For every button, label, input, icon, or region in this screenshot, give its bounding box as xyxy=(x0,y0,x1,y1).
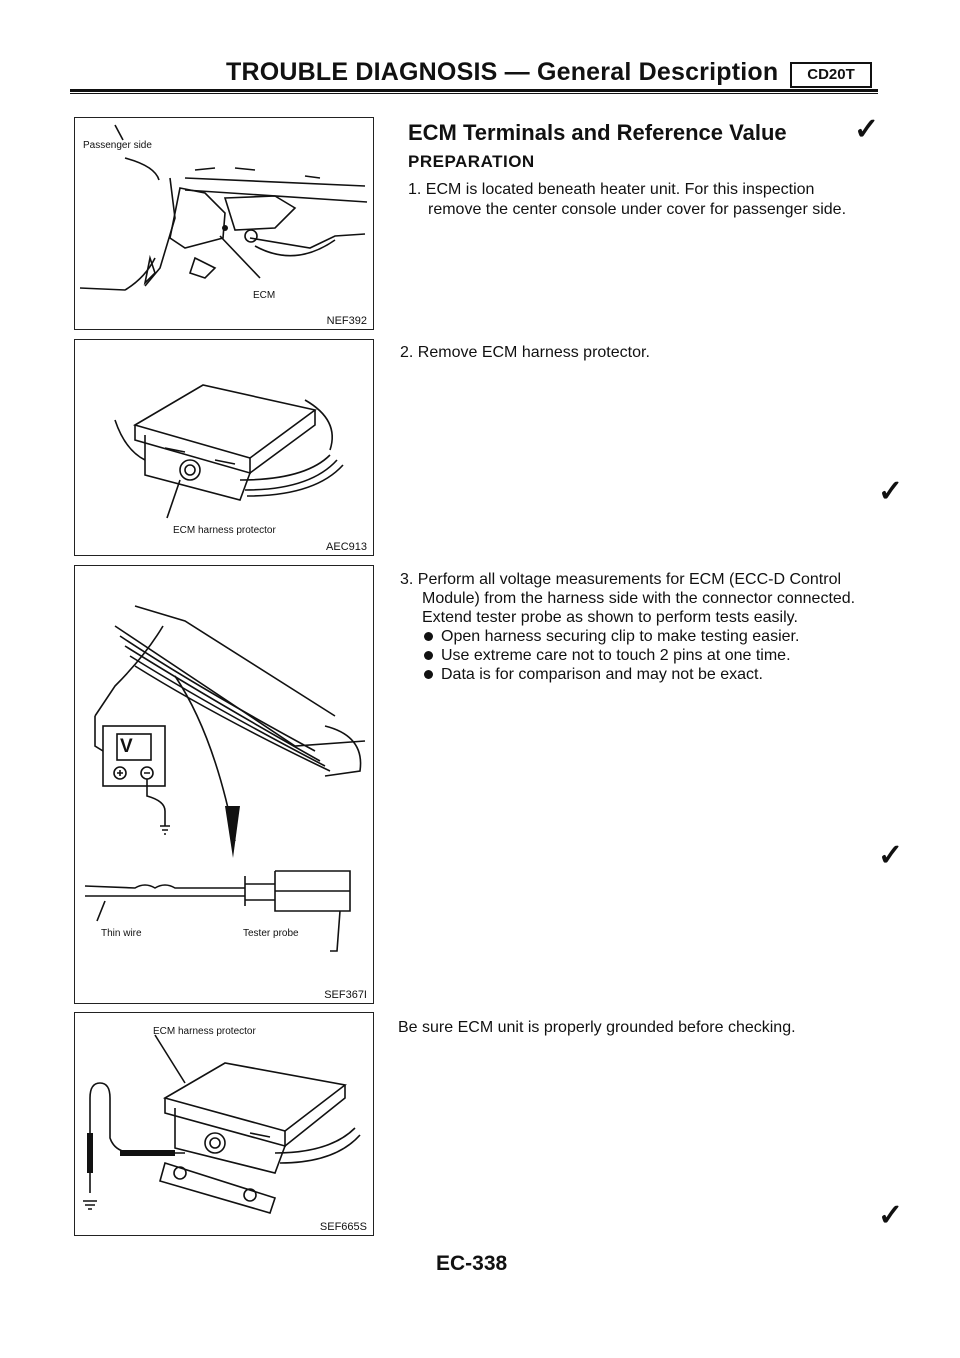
voltmeter-v-label: V xyxy=(120,736,133,757)
check-mark-icon: ✓ xyxy=(878,1199,904,1232)
figure-code: NEF392 xyxy=(324,315,369,327)
step-1-line-1: 1. ECM is located beneath heater unit. F… xyxy=(408,181,815,198)
label-thin-wire: Thin wire xyxy=(101,928,142,939)
ecm-location-illustration xyxy=(79,124,368,291)
bullet-icon xyxy=(424,650,433,660)
check-mark-icon: ✓ xyxy=(878,839,904,872)
step-3-line-1: 3. Perform all voltage measurements for … xyxy=(400,571,842,588)
figure-code: AEC913 xyxy=(324,541,369,553)
bullet-text: Use extreme care not to touch 2 pins at … xyxy=(441,647,791,664)
page-header-title: TROUBLE DIAGNOSIS — General Description xyxy=(226,58,779,86)
step-2: 2. Remove ECM harness protector. xyxy=(400,344,650,361)
bullet-item: Open harness securing clip to make testi… xyxy=(422,627,799,646)
section-title: ECM Terminals and Reference Value xyxy=(408,120,787,145)
step-3-line-3: Extend tester probe as shown to perform … xyxy=(422,609,798,626)
ecm-ground-illustration xyxy=(83,1034,361,1214)
label-ecm-harness-protector: ECM harness protector xyxy=(153,1026,256,1037)
check-mark-icon: ✓ xyxy=(878,475,904,508)
label-tester-probe: Tester probe xyxy=(243,928,299,939)
step-3-line-2: Module) from the harness side with the c… xyxy=(422,590,856,607)
figure-voltage-measurement: V Thin wire Tester probe SEF367I xyxy=(74,565,374,1004)
bullet-item: Data is for comparison and may not be ex… xyxy=(422,665,763,684)
ground-note: Be sure ECM unit is properly grounded be… xyxy=(398,1019,796,1036)
header-rule-thin xyxy=(70,93,878,94)
harness-protector-illustration xyxy=(114,384,344,519)
bullet-text: Data is for comparison and may not be ex… xyxy=(441,666,763,683)
figure-code: SEF665S xyxy=(317,1221,369,1233)
bullet-icon xyxy=(424,631,433,641)
check-mark-icon: ✓ xyxy=(854,113,880,146)
section-subtitle: PREPARATION xyxy=(408,152,535,171)
engine-model-badge: CD20T xyxy=(790,62,872,88)
label-ecm-harness-protector: ECM harness protector xyxy=(173,525,276,536)
figure-ecm-location: Passenger side ECM NEF392 xyxy=(74,117,374,330)
step-1-line-2: remove the center console under cover fo… xyxy=(428,201,847,218)
label-passenger-side: Passenger side xyxy=(83,140,152,151)
bullet-text: Open harness securing clip to make testi… xyxy=(441,628,800,645)
label-ecm: ECM xyxy=(253,290,276,301)
figure-harness-protector: ECM harness protector AEC913 xyxy=(74,339,374,556)
figure-ecm-ground: ECM harness protector SEF665S xyxy=(74,1012,374,1236)
header-rule xyxy=(70,89,878,92)
bullet-icon xyxy=(424,669,433,679)
page-number: EC-338 xyxy=(436,1252,508,1275)
voltage-measurement-illustration xyxy=(84,605,366,952)
figure-code: SEF367I xyxy=(322,989,369,1001)
bullet-item: Use extreme care not to touch 2 pins at … xyxy=(422,646,791,665)
